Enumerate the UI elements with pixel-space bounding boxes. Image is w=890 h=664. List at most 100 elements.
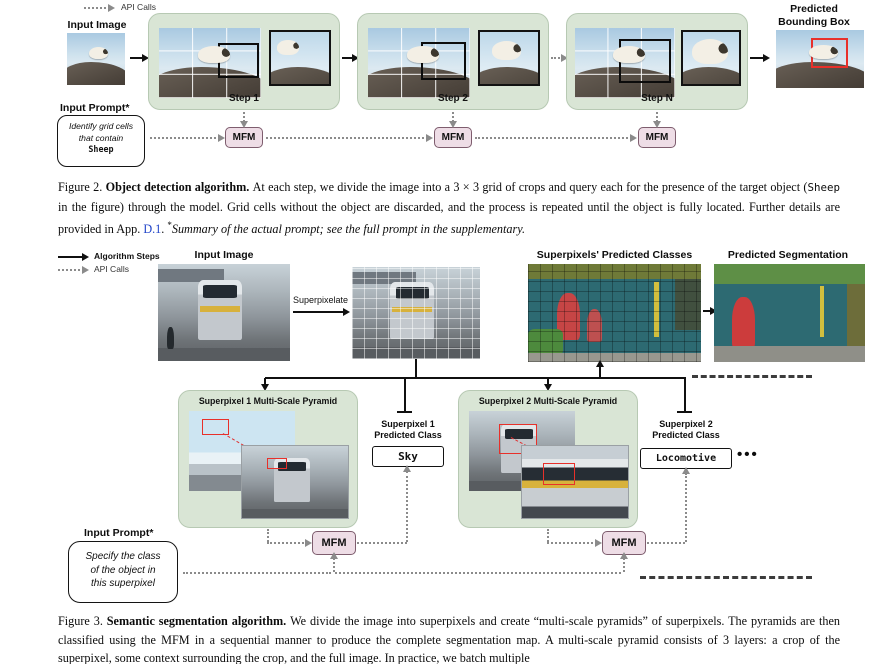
class-region-person2 (586, 309, 603, 343)
mfm-box-1: MFM (312, 531, 356, 555)
connector-solid (544, 378, 552, 391)
pyramid2-class-label: Superpixel 2 Predicted Class (634, 419, 738, 441)
crop-region-outline (267, 457, 287, 470)
arrow-stepN-to-output (750, 54, 770, 62)
step1-zoom-crop (269, 30, 331, 86)
class-region-top (528, 264, 701, 279)
predicted-classes-image (528, 264, 701, 362)
dotted-connector-prompt2 (335, 572, 621, 574)
caption-text: in the figure) through the model. Grid c… (58, 199, 840, 237)
connector-dashed (640, 576, 812, 579)
step2-grid-image (368, 28, 470, 98)
prompt-line: of the object in (90, 564, 156, 576)
crop-region-outline (543, 463, 575, 485)
seg-region-person (732, 297, 755, 349)
connector-endbar (397, 411, 412, 414)
footnote-star: * (167, 220, 172, 231)
windshield-shape (505, 428, 533, 439)
input-prompt-label: Input Prompt* (84, 527, 154, 539)
seg-region-top (714, 264, 865, 284)
dotted-connector-mfm1-mfm2 (266, 134, 433, 142)
grid-overlay (368, 28, 470, 98)
crop-region-outline (498, 423, 537, 455)
predicted-bbox-label-line1: Predicted (790, 3, 838, 15)
connector-solid (404, 378, 406, 411)
class-region-pole (654, 281, 660, 337)
connector-endbar (677, 411, 692, 414)
class-region-green (528, 328, 563, 357)
pyramid1-box: Superpixel 1 Multi-Scale Pyramid (178, 390, 358, 528)
person-shape (167, 327, 174, 350)
mfm-box-2: MFM (602, 531, 646, 555)
dotted-connector-pyramid2-mfm2 (547, 539, 602, 547)
dotted-connector-up-mfm1 (330, 552, 338, 572)
legend: Algorithm Steps API Calls (58, 250, 198, 278)
class-region-right (675, 278, 701, 330)
input-prompt-box: Specify the class of the object in this … (68, 541, 178, 603)
class-region-person1 (557, 293, 580, 341)
ground-shape (242, 508, 348, 518)
legend-api-calls-label: API Calls (121, 2, 156, 12)
predicted-bbox-label-line2: Bounding Box (778, 15, 850, 28)
caption-bold-title: Semantic segmentation algorithm. (106, 614, 291, 628)
pyramid2-class-value: Locomotive (640, 448, 732, 469)
dotted-connector-up-mfm2 (620, 552, 628, 572)
seg-region-ground (714, 346, 865, 362)
input-image-sheep (67, 33, 125, 85)
superpixel-mesh (352, 267, 480, 359)
ref-link-d1[interactable]: D.1 (143, 222, 162, 237)
step2-zoom-crop (478, 30, 540, 86)
crop-region-outline (201, 419, 230, 435)
dotted-connector-mfm1-class (357, 542, 407, 544)
predicted-segmentation-label: Predicted Segmentation (727, 249, 849, 261)
input-image-label: Input Image (194, 249, 254, 261)
connector-solid (415, 359, 417, 378)
predicted-bbox-image (776, 30, 864, 88)
class-label-line2: Predicted Class (652, 429, 720, 440)
arrow-classes-to-segmentation (703, 307, 717, 315)
dotted-arrow-icon (84, 4, 115, 12)
windshield-shape (202, 285, 238, 298)
figure3-caption: Figure 3. Semantic segmentation algorith… (58, 612, 840, 664)
more-superpixels-ellipsis: ••• (737, 446, 759, 463)
step1-box: Step 1 (148, 13, 340, 110)
stepN-grid-image (575, 28, 675, 98)
connector-solid (596, 360, 604, 378)
caption-text: At each step, we divide the image into a… (252, 180, 808, 194)
dotted-connector-pyramid2 (547, 529, 549, 542)
input-prompt-label: Input Prompt* (60, 102, 130, 114)
dotted-connector-mfm2-mfm3 (475, 134, 637, 142)
input-prompt-box: Identify grid cells that contain Sheep (57, 115, 145, 167)
solid-arrow-icon (58, 253, 89, 261)
prompt-target-class: Sheep (88, 144, 114, 155)
arrow-step1-step2 (342, 54, 359, 62)
caption-fig-number: Figure 3. (58, 614, 107, 628)
class-label-line1: Superpixel 2 (659, 419, 713, 429)
dotted-connector-pyramid1-mfm1 (267, 539, 312, 547)
caption-fig-number: Figure 2. (58, 180, 106, 194)
predicted-classes-label: Superpixels' Predicted Classes (536, 249, 693, 261)
pyramid1-class-label: Superpixel 1 Predicted Class (358, 419, 458, 441)
dotted-connector-to-class2 (682, 467, 690, 542)
superpixelate-label: Superpixelate (293, 295, 349, 305)
connector-dashed (692, 375, 812, 378)
step1-label: Step 1 (228, 93, 259, 104)
pyramid2-box: Superpixel 2 Multi-Scale Pyramid (458, 390, 638, 528)
caption-italic-note: Summary of the actual prompt; see the fu… (171, 222, 526, 237)
prompt-line: Specify the class (85, 551, 161, 562)
class-label-line2: Predicted Class (374, 429, 442, 440)
prompt-line: this superpixel (91, 578, 155, 589)
caption-text: We divide the image into superpixels and… (58, 614, 840, 664)
legend-algorithm-steps-label: Algorithm Steps (94, 251, 160, 261)
legend-partial: API Calls (84, 1, 214, 15)
predicted-bbox-label: Predicted Bounding Box (758, 3, 870, 28)
pyramid2-crop-image (521, 445, 629, 519)
api-call-connector-step2 (449, 112, 457, 128)
dotted-arrow-icon (58, 266, 89, 274)
stepN-zoom-crop (681, 30, 741, 86)
grid-overlay (159, 28, 261, 98)
step2-box: Step 2 (357, 13, 549, 110)
ground-shape (158, 348, 290, 361)
stripe-shape (199, 305, 241, 312)
